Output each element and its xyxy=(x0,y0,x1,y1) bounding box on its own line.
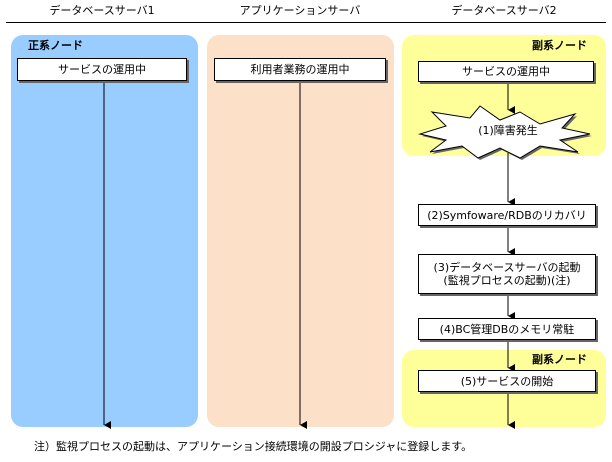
primary-node-label: 正系ノード xyxy=(28,39,83,52)
secondary-node-label-bottom: 副系ノード xyxy=(532,353,587,366)
app-business-box: 利用者業務の運用中 xyxy=(214,58,386,81)
step3-line2: (監視プロセスの起動)(注) xyxy=(443,274,571,287)
footnote: 注）監視プロセスの起動は、アプリケーション接続環境の開設プロシジャに登録します。 xyxy=(34,440,473,453)
db1-service-box: サービスの運用中 xyxy=(17,58,187,81)
step2-recovery-box: (2)Symfoware/RDBのリカバリ xyxy=(418,204,596,226)
failure-label: (1)障害発生 xyxy=(478,124,538,137)
step3-startup-box: (3)データベースサーバの起動 (監視プロセスの起動)(注) xyxy=(418,254,596,294)
header-divider xyxy=(6,22,606,23)
step5-start-box: (5)サービスの開始 xyxy=(418,370,596,392)
column-title-db1: データベースサーバ1 xyxy=(49,4,155,17)
step3-line1: (3)データベースサーバの起動 xyxy=(433,261,581,274)
db2-service-box: サービスの運用中 xyxy=(418,61,594,82)
step4-resident-box: (4)BC管理DBのメモリ常駐 xyxy=(418,318,596,340)
column-title-app: アプリケーションサーバ xyxy=(239,4,361,17)
failure-burst xyxy=(418,105,591,159)
secondary-node-label-top: 副系ノード xyxy=(532,39,587,52)
column-title-db2: データベースサーバ2 xyxy=(451,4,557,17)
